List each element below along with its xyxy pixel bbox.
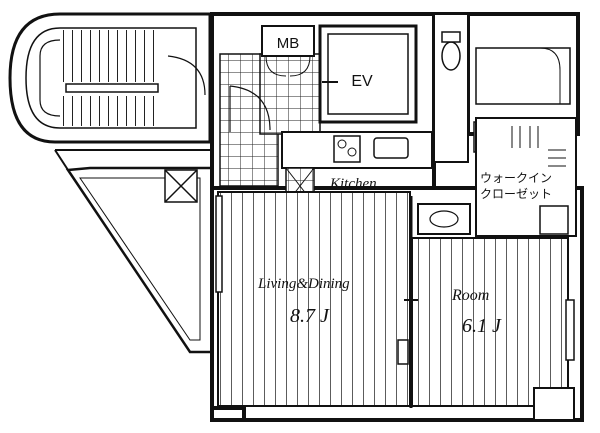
living-dining-label: Living&Dining xyxy=(257,276,350,292)
living-dining-room xyxy=(215,191,411,407)
toilet-room xyxy=(433,13,469,163)
room xyxy=(411,237,575,407)
mb-label: MB xyxy=(277,35,300,52)
living-dining-size: 8.7 J xyxy=(290,305,330,327)
room-size: 6.1 J xyxy=(462,315,502,337)
sink-icon xyxy=(373,137,409,159)
kitchen-label: Kitchen xyxy=(329,176,377,192)
room-label: Room xyxy=(451,287,489,304)
bottom-wall xyxy=(212,340,584,422)
staircase xyxy=(8,12,212,144)
walk-in-closet xyxy=(475,117,577,237)
ev-label: EV xyxy=(351,73,373,90)
walk-in-closet-label-2: クローゼット xyxy=(480,187,552,201)
mb-closet: MB xyxy=(261,25,315,77)
corridor-wedge xyxy=(54,149,214,354)
elevator: EV xyxy=(318,24,418,124)
toilet-icon xyxy=(441,41,461,71)
walk-in-closet-label-1: ウォークイン xyxy=(480,171,552,185)
stove-icon xyxy=(333,135,361,163)
washbasin-icon xyxy=(417,203,471,235)
